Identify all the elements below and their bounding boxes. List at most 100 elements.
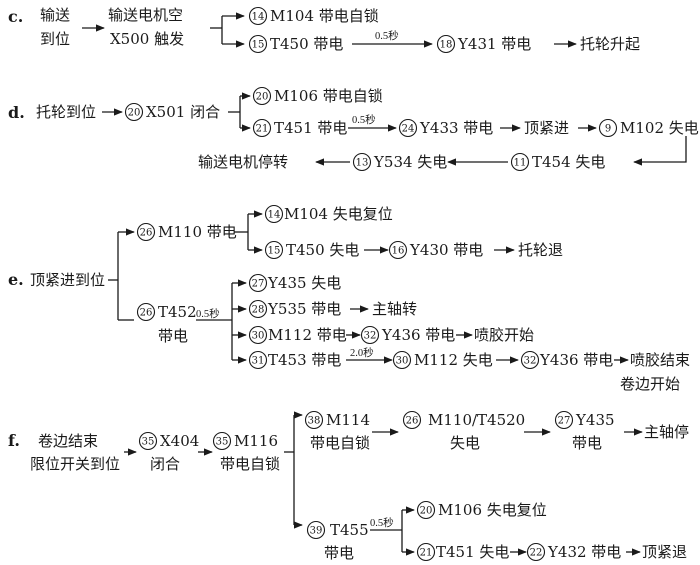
f-step-circle-39 — [306, 520, 326, 540]
f-m114-state: 带电自锁 — [310, 434, 370, 452]
f-step-num-21: 21 — [420, 548, 433, 559]
e-step-circle-14 — [264, 204, 284, 224]
f-step-circle-22 — [526, 542, 546, 562]
f-y435: Y435 — [575, 411, 615, 429]
f-spindle-stop: 主轴停 — [644, 423, 689, 441]
e-y436b: Y436 带电 — [539, 351, 613, 369]
d-step-num-11: 11 — [514, 158, 527, 169]
e-step-num-27: 27 — [252, 279, 265, 290]
e-step-circle-27 — [248, 273, 268, 293]
c-step-circle-15 — [248, 34, 268, 54]
d-step-num-9: 9 — [605, 124, 611, 135]
d-step-num-21: 21 — [256, 124, 269, 135]
e-step-circle-31 — [248, 350, 268, 370]
e-m104: M104 失电复位 — [284, 205, 393, 223]
c-end: 托轮升起 — [580, 35, 640, 53]
e-m112a: M112 带电 — [268, 326, 347, 344]
d-step-num-13: 13 — [356, 158, 369, 169]
f-step-circle-38 — [304, 410, 324, 430]
f-t455-state: 带电 — [324, 544, 354, 562]
e-step-num-28: 28 — [252, 305, 265, 316]
d-y534: Y534 失电 — [373, 153, 447, 171]
e-step-circle-32a — [360, 325, 380, 345]
c-delay-label: 0.5秒 — [375, 29, 399, 42]
c-start-line1: 输送 — [40, 6, 70, 24]
e-tuolun: 托轮退 — [518, 241, 563, 259]
e-t453: T453 带电 — [268, 351, 341, 369]
e-step-num-14: 14 — [268, 210, 281, 221]
e-m110: M110 带电 — [158, 223, 237, 241]
f-start-line2: 限位开关到位 — [30, 455, 120, 473]
e-step-circle-28 — [248, 299, 268, 319]
f-t451: T451 失电 — [436, 543, 509, 561]
c-trigger-line1: 输送电机空 — [108, 6, 183, 24]
f-step-circle-21 — [416, 542, 436, 562]
f-t455: T455 — [330, 521, 369, 539]
f-step-num-39: 39 — [310, 526, 323, 537]
section-c: c. 输送 到位 输送电机空 X500 触发 14 M104 带电自锁 15 T… — [8, 6, 640, 54]
e-step-num-32b: 32 — [524, 356, 537, 367]
f-m106: M106 失电复位 — [438, 501, 547, 519]
e-step-circle-30a — [248, 325, 268, 345]
e-step-num-32a: 32 — [364, 331, 377, 342]
section-e-label: e. — [8, 270, 24, 289]
d-step-circle-20b — [252, 86, 272, 106]
e-step-circle-26b — [136, 302, 156, 322]
c-m104: M104 带电自锁 — [270, 7, 379, 25]
e-y436a: Y436 带电 — [381, 326, 455, 344]
section-e: e. 顶紧进到位 26 M110 带电 14 M104 失电复位 15 T450… — [8, 204, 690, 393]
e-roll-start: 卷边开始 — [620, 375, 680, 393]
f-step-circle-27 — [554, 410, 574, 430]
f-step-num-35b: 35 — [216, 437, 229, 448]
d-step-num-24: 24 — [402, 124, 415, 135]
d-y433: Y433 带电 — [419, 119, 493, 137]
e-y430: Y430 带电 — [409, 241, 483, 259]
c-step-circle-18 — [436, 34, 456, 54]
e-step-circle-30b — [392, 350, 412, 370]
d-step-num-20: 20 — [128, 108, 141, 119]
section-f-label: f. — [8, 431, 20, 450]
e-step-num-16: 16 — [392, 246, 405, 257]
f-y435-state: 带电 — [572, 434, 602, 452]
c-step-num-15: 15 — [252, 40, 265, 51]
e-m112b: M112 失电 — [414, 351, 493, 369]
f-step-num-26: 26 — [406, 416, 419, 427]
d-m106: M106 带电自锁 — [274, 87, 383, 105]
d-step-circle-11 — [510, 152, 530, 172]
f-y432: Y432 带电 — [547, 543, 621, 561]
d-step-circle-24 — [398, 118, 418, 138]
e-step-circle-32b — [520, 350, 540, 370]
f-step-num-38: 38 — [308, 416, 321, 427]
f-step-circle-35a — [138, 431, 158, 451]
e-delay-label-2: 2.0秒 — [350, 346, 374, 359]
f-m116: M116 — [234, 432, 278, 450]
d-return-arrow — [633, 136, 687, 166]
e-glue-end: 喷胶结束 — [630, 351, 690, 369]
c-y431: Y431 带电 — [457, 35, 531, 53]
d-step-circle-20 — [124, 102, 144, 122]
c-step-num-14: 14 — [252, 12, 265, 23]
d-press: 顶紧进 — [524, 119, 569, 137]
e-spindle: 主轴转 — [372, 300, 417, 318]
f-start-line1: 卷边结束 — [38, 432, 98, 450]
d-start: 托轮到位 — [36, 103, 96, 121]
f-x404-state: 闭合 — [150, 455, 180, 473]
f-step-num-35a: 35 — [142, 437, 155, 448]
e-step-circle-16 — [388, 240, 408, 260]
section-d-label: d. — [8, 103, 25, 122]
section-d: d. 托轮到位 20 X501 闭合 20 M106 带电自锁 21 T451 … — [8, 86, 699, 172]
f-x404: X404 — [160, 432, 199, 450]
e-step-circle-26a — [136, 222, 156, 242]
e-step-num-26a: 26 — [140, 228, 153, 239]
section-f: f. 卷边结束 限位开关到位 35 X404 闭合 35 M116 带电自锁 3… — [8, 410, 689, 562]
e-step-num-15: 15 — [268, 246, 281, 257]
c-start-line2: 到位 — [40, 30, 70, 48]
f-m110-state: 失电 — [450, 434, 480, 452]
f-step-circle-20 — [416, 500, 436, 520]
c-step-circle-14 — [248, 6, 268, 26]
e-t452-state: 带电 — [158, 327, 188, 345]
e-y435: Y435 失电 — [267, 274, 341, 292]
c-trigger-line2: X500 触发 — [110, 30, 184, 48]
d-step-circle-9 — [598, 118, 618, 138]
